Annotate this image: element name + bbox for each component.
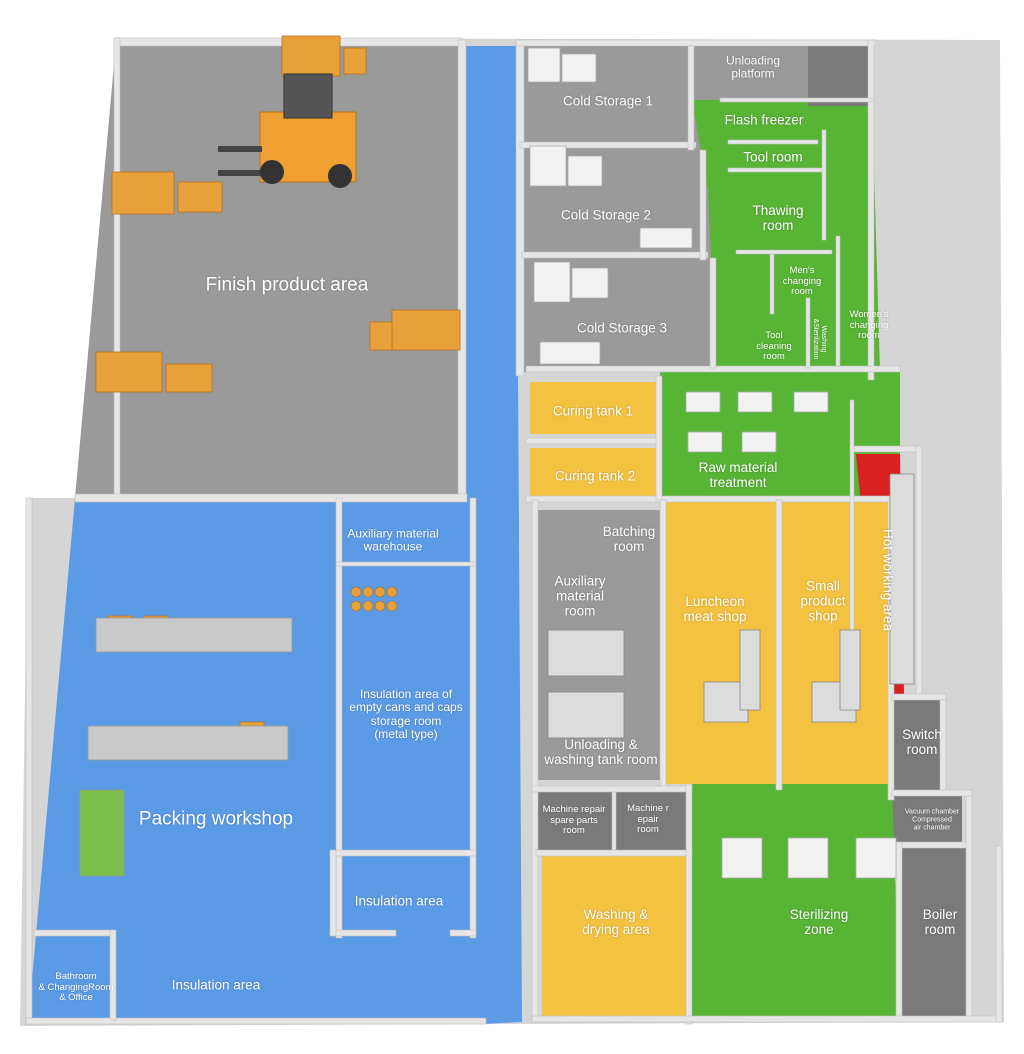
small-product-floor (780, 500, 892, 784)
vacuum-floor (892, 796, 962, 846)
conveyor-tables (79, 617, 293, 877)
forklift (218, 73, 357, 188)
insulation-inner-floor (332, 856, 472, 932)
finish-product-floor (75, 42, 465, 498)
bathroom-floor (36, 934, 112, 1020)
can-pallet (350, 586, 398, 612)
curing-tank-2-floor (530, 448, 660, 498)
unloading-platform-floor (690, 46, 810, 98)
insulation-storage-floor (340, 566, 472, 852)
washing-floor (542, 852, 692, 1020)
machine-repair-floor (532, 792, 686, 852)
switch-floor (890, 700, 946, 790)
storage-crates (527, 47, 897, 879)
sterilizing-floor (686, 784, 900, 1020)
aux-warehouse-floor (340, 500, 472, 564)
washing-machines (547, 473, 915, 739)
corner-room-floor (808, 46, 872, 106)
boiler-floor (900, 846, 970, 1020)
luncheon-floor (664, 500, 780, 784)
curing-tank-1-floor (530, 382, 656, 434)
